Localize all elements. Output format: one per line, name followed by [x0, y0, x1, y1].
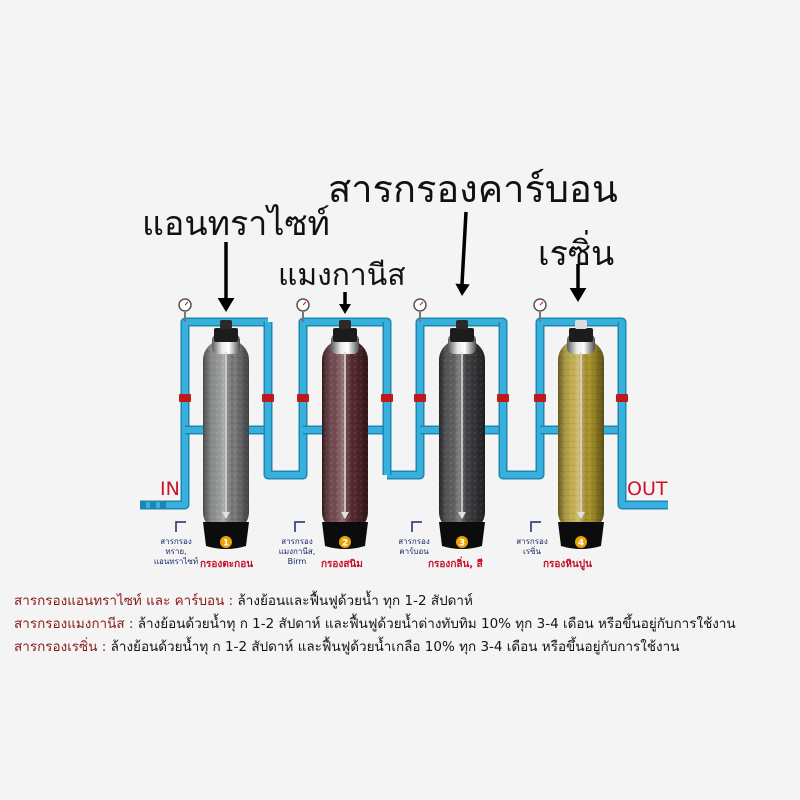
inlet-label: IN	[160, 478, 180, 500]
valve-head-icon	[450, 328, 474, 342]
media-bracket-icon	[530, 521, 541, 532]
tank-number: 4	[578, 539, 584, 549]
valve-icon	[381, 394, 393, 402]
tank-4-media: สารกรองเรซิ่น	[516, 537, 548, 556]
tank-number: 1	[223, 539, 229, 549]
gauge-needle	[419, 301, 424, 306]
valve-head-icon	[333, 328, 357, 342]
valve-icon	[616, 394, 628, 402]
tank-number-badge	[575, 536, 587, 548]
filter-tank-1: 1	[175, 320, 249, 549]
note-anthracite-carbon: สารกรองแอนทราไซท์ และ คาร์บอน : ล้างย้อน…	[14, 593, 473, 609]
valve-icon	[297, 394, 309, 402]
tank-3-media: สารกรองคาร์บอน	[398, 537, 430, 556]
tank-base	[203, 522, 249, 549]
tank-3-label: กรองกลิ่น, สี	[428, 559, 483, 570]
gauge-needle	[184, 301, 189, 306]
arrow-anthracite-head	[217, 298, 235, 312]
tank-base	[322, 522, 368, 549]
callout-manganese: แมงกานีส	[278, 258, 406, 293]
tank-number-badge	[456, 536, 468, 548]
inlet-dash	[150, 502, 156, 508]
arrow-manganese-head	[339, 304, 351, 314]
maintenance-notes: สารกรองแอนทราไซท์ และ คาร์บอน : ล้างย้อน…	[14, 590, 794, 659]
tank-number: 2	[342, 539, 348, 549]
filter-tank-4: 4	[530, 320, 604, 549]
tank-base	[558, 522, 604, 549]
filter-tank-3: 3	[411, 320, 485, 549]
valve-icon	[179, 394, 191, 402]
filter-system-diagram: 1 2 3 4	[140, 211, 668, 549]
media-bracket-icon	[411, 521, 422, 532]
gauge-needle	[539, 301, 544, 306]
flow-arrow-icon	[458, 512, 466, 519]
valve-head-icon	[569, 328, 593, 342]
arrow-carbon-shaft	[460, 211, 468, 285]
outlet-label: OUT	[627, 478, 668, 500]
valve-knob-icon	[220, 320, 232, 329]
inlet-dash	[140, 502, 146, 508]
tank-1-label: กรองตะกอน	[200, 559, 254, 570]
valve-knob-icon	[456, 320, 468, 329]
tank-2-label: กรองสนิม	[321, 559, 363, 570]
valve-icon	[534, 394, 546, 402]
tank-4-label: กรองหินปูน	[543, 559, 592, 570]
arrow-carbon-head	[455, 283, 470, 296]
valve-knob-icon	[575, 320, 587, 329]
tank-2-media: สารกรองแมงกานีส,Birm	[278, 537, 316, 566]
gauge-needle	[302, 301, 307, 306]
note-manganese: สารกรองแมงกานีส : ล้างย้อนด้วยน้ำทุ ก 1-…	[14, 616, 736, 632]
valve-icon	[414, 394, 426, 402]
pipe-segment	[500, 319, 581, 478]
pipe-segment	[619, 322, 668, 508]
flow-arrow-icon	[577, 512, 585, 519]
inlet-dash	[160, 502, 166, 508]
filter-tank-2: 2	[294, 320, 368, 549]
media-bracket-icon	[294, 521, 305, 532]
arrow-resin-head	[569, 288, 587, 302]
flow-arrow-icon	[222, 512, 230, 519]
callout-carbon: สารกรองคาร์บอน	[328, 167, 618, 211]
valve-knob-icon	[339, 320, 351, 329]
note-resin: สารกรองเรซิ่น : ล้างย้อนด้วยน้ำทุ ก 1-2 …	[14, 639, 680, 655]
valve-icon	[497, 394, 509, 402]
valve-icon	[262, 394, 274, 402]
media-bracket-icon	[175, 521, 186, 532]
flow-arrow-icon	[341, 512, 349, 519]
tank-number-badge	[339, 536, 351, 548]
valve-head-icon	[214, 328, 238, 342]
tank-1-media: สารกรองทราย,แอนทราไซท์	[153, 537, 199, 566]
tank-base	[439, 522, 485, 549]
tank-number: 3	[459, 539, 465, 549]
callout-anthracite: แอนทราไซท์	[142, 204, 330, 244]
callout-resin: เรซิ่น	[538, 234, 615, 274]
pipe-segment	[265, 319, 345, 478]
tank-number-badge	[220, 536, 232, 548]
